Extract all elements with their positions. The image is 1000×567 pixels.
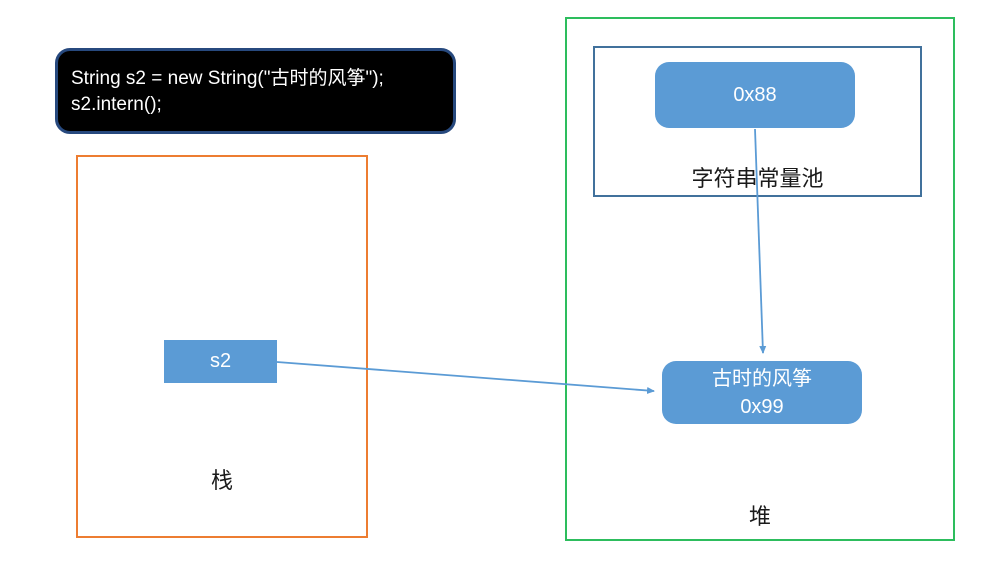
stack-region-label: 栈 — [210, 468, 233, 493]
string-object-address: 0x99 — [740, 395, 784, 418]
code-snippet-block: String s2 = new String("古时的风筝"); s2.inte… — [55, 48, 456, 134]
code-line-2: s2.intern(); — [71, 94, 162, 115]
heap-string-object-box: 古时的风筝 0x99 — [662, 361, 862, 424]
stack-region — [76, 155, 368, 538]
s2-box-label: s2 — [209, 350, 232, 372]
heap-region-label: 堆 — [748, 504, 771, 529]
heap-region — [565, 17, 955, 541]
stack-variable-s2-box: s2 — [164, 340, 277, 383]
constant-pool-ref-box: 0x88 — [655, 62, 855, 128]
code-line-1: String s2 = new String("古时的风筝"); — [71, 68, 384, 89]
ref-box-label: 0x88 — [733, 83, 777, 106]
string-object-value: 古时的风筝 — [712, 367, 812, 390]
string-constant-pool-label: 字符串常量池 — [691, 166, 824, 191]
